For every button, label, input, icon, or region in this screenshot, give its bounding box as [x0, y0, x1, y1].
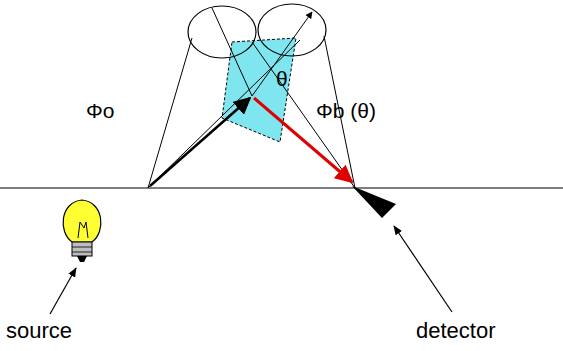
incident-ray — [150, 98, 250, 186]
detector-symbol — [352, 186, 396, 218]
angle-label: θ — [276, 68, 288, 89]
source-cone-line — [148, 40, 300, 188]
source-label: source — [6, 320, 72, 342]
light-bulb — [63, 200, 101, 262]
scattered-flux-label: Φb (θ) — [316, 100, 376, 121]
incident-lobe — [188, 6, 256, 58]
lobe-axis — [212, 8, 252, 96]
leader-arrow — [394, 226, 452, 312]
surface-line — [0, 187, 563, 188]
incident-flux-label: Φo — [86, 100, 114, 121]
leader-arrow — [50, 268, 76, 314]
scatter-direction-arrow — [252, 12, 312, 96]
source-cone-line — [148, 38, 192, 188]
detector-label: detector — [416, 320, 496, 342]
